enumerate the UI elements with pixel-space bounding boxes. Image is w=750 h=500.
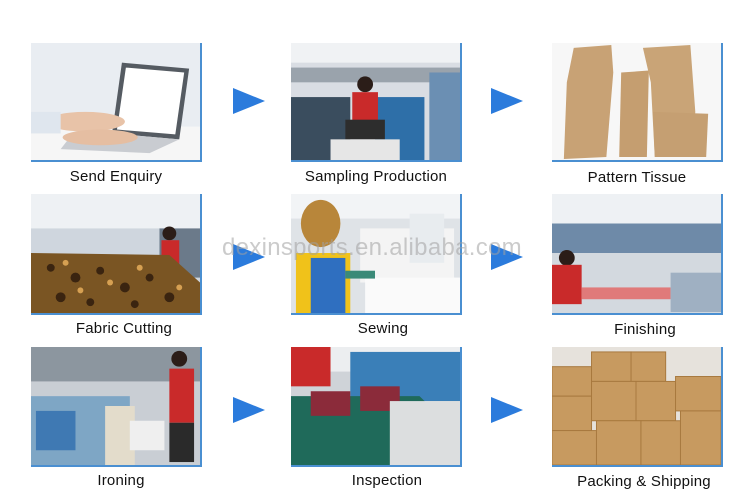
laptop-typing-photo xyxy=(31,43,202,162)
arrow-right-icon xyxy=(491,397,523,423)
fabric-cutting-photo xyxy=(31,194,202,315)
ironing-press-photo xyxy=(31,347,202,467)
step-label-ironing: Ironing xyxy=(97,472,145,489)
step-label-send-enquiry: Send Enquiry xyxy=(69,168,163,185)
arrow-right-icon xyxy=(233,244,265,270)
step-label-finishing: Finishing xyxy=(614,321,676,338)
arrow-right-icon xyxy=(491,244,523,270)
sewing-machine-photo xyxy=(291,194,462,315)
paper-patterns-photo xyxy=(552,43,723,162)
step-label-fabric-cutting: Fabric Cutting xyxy=(75,320,173,337)
step-label-sampling-production: Sampling Production xyxy=(304,168,448,185)
finishing-line-photo xyxy=(552,194,723,315)
watermark: dexinsports.en.alibaba.com xyxy=(222,234,522,261)
step-label-packing-shipping: Packing & Shipping xyxy=(577,473,711,490)
office-workers-photo xyxy=(291,43,462,162)
cardboard-boxes-photo xyxy=(552,347,723,467)
step-label-inspection: Inspection xyxy=(351,472,423,489)
step-label-pattern-tissue: Pattern Tissue xyxy=(587,169,687,186)
arrow-right-icon xyxy=(233,397,265,423)
arrow-right-icon xyxy=(233,88,265,114)
inspection-machine-photo xyxy=(291,347,462,467)
arrow-right-icon xyxy=(491,88,523,114)
step-label-sewing: Sewing xyxy=(357,320,409,337)
